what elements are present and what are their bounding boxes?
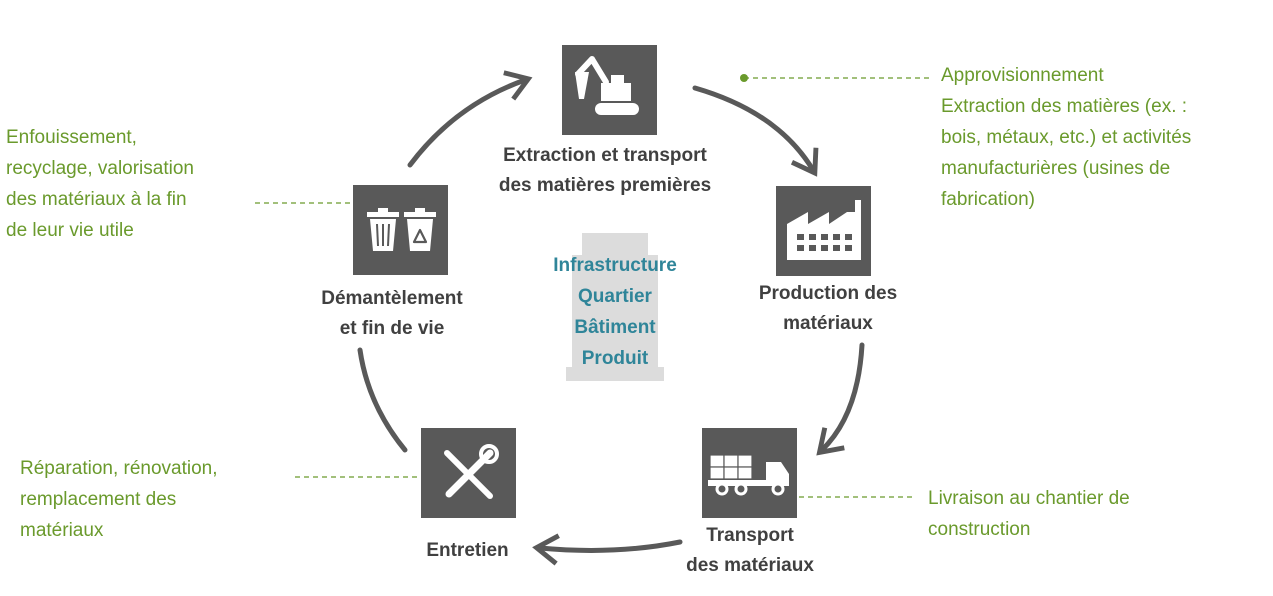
- scale-level-infrastructure: Infrastructure: [553, 255, 677, 276]
- supply-note-line: manufacturières (usines de: [941, 158, 1171, 179]
- transport-label-line1: Transport: [706, 525, 794, 546]
- disposal-note: Enfouissement, recyclage, valorisation d…: [6, 122, 194, 246]
- scale-level-building: Bâtiment: [574, 317, 656, 338]
- end-of-life-stage-label: Démantèlement et fin de vie: [292, 284, 492, 344]
- supply-note-line: Extraction des matières (ex. :: [941, 96, 1188, 117]
- supply-note-line: bois, métaux, etc.) et activités: [941, 127, 1192, 148]
- cycle-arrow-production-to-transport: [816, 342, 865, 456]
- cycle-arrow-transport-to-maintenance: [532, 533, 683, 566]
- transport-stage-label: Transport des matériaux: [655, 521, 845, 581]
- cycle-arrow-extraction-to-production: [692, 85, 819, 177]
- end-of-life-label-line2: et fin de vie: [339, 318, 445, 339]
- delivery-note-line: Livraison au chantier de: [928, 488, 1130, 509]
- truck-icon: [708, 454, 789, 496]
- delivery-note: Livraison au chantier de construction: [928, 483, 1130, 545]
- building-icon: [566, 233, 664, 381]
- cycle-arrow-maintenance-to-end: [357, 347, 408, 453]
- extraction-stage-label: Extraction et transport des matières pre…: [470, 141, 740, 201]
- cycle-arrow-end-to-extraction: [407, 70, 533, 168]
- leader-dot-supply: [740, 74, 748, 82]
- supply-note-line: fabrication): [941, 189, 1035, 210]
- supply-note-line: Approvisionnement: [941, 65, 1104, 86]
- disposal-note-line: recyclage, valorisation: [6, 158, 194, 179]
- repair-note-line: Réparation, rénovation,: [20, 458, 218, 479]
- tools-icon: [444, 444, 499, 499]
- extraction-label-line2: des matières premières: [498, 175, 712, 196]
- repair-note: Réparation, rénovation, remplacement des…: [20, 453, 218, 546]
- excavator-icon: [575, 56, 639, 115]
- repair-note-line: remplacement des: [20, 489, 177, 510]
- end-of-life-label-line1: Démantèlement: [321, 288, 463, 309]
- disposal-note-line: des matériaux à la fin: [6, 189, 187, 210]
- scale-level-neighbourhood: Quartier: [578, 286, 652, 307]
- disposal-note-line: de leur vie utile: [6, 220, 134, 241]
- production-label-line1: Production des: [758, 283, 898, 304]
- factory-icon: [787, 200, 861, 260]
- maintenance-label-line1: Entretien: [426, 540, 509, 561]
- disposal-note-line: Enfouissement,: [6, 127, 137, 148]
- maintenance-stage-label: Entretien: [400, 536, 535, 566]
- scale-level-product: Produit: [581, 348, 649, 369]
- delivery-note-line: construction: [928, 519, 1031, 540]
- end-of-life-icon-box: [353, 185, 448, 275]
- scale-levels: Infrastructure Quartier Bâtiment Produit: [520, 250, 710, 374]
- production-label-line2: matériaux: [783, 313, 873, 334]
- production-stage-label: Production des matériaux: [728, 279, 928, 339]
- supply-note: Approvisionnement Extraction des matière…: [941, 60, 1191, 215]
- extraction-label-line1: Extraction et transport: [503, 145, 707, 166]
- repair-note-line: matériaux: [20, 520, 104, 541]
- transport-label-line2: des matériaux: [686, 555, 814, 576]
- recycling-bins-icon: [367, 208, 436, 251]
